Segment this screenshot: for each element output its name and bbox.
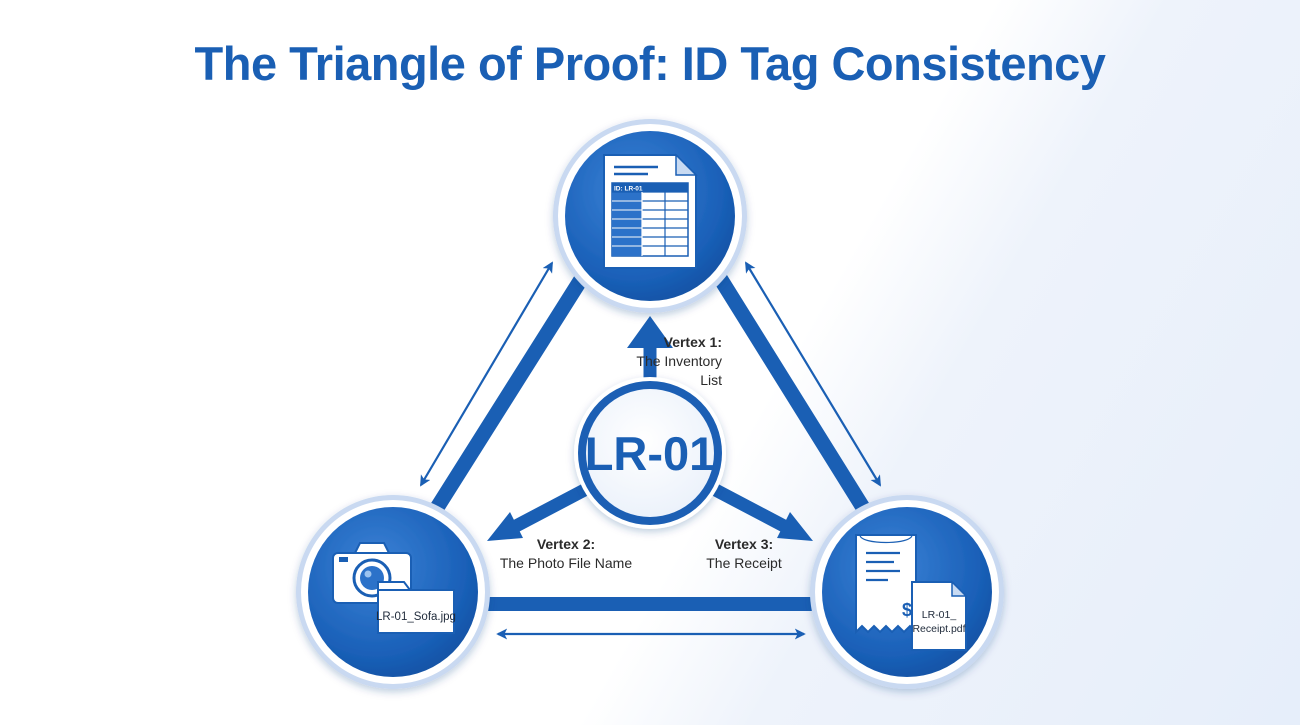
center-spokes (487, 316, 813, 541)
double-arrow-right (745, 261, 881, 487)
spreadsheet-id-header: ID: LR-01 (614, 186, 643, 193)
receipt-file-label-line2: Receipt.pdf (912, 623, 965, 635)
edge-inventory-receipt (702, 254, 880, 530)
vertex1-label-line1: Vertex 1: (664, 334, 722, 350)
vertex1-label-line3: List (700, 372, 722, 388)
link-arrows (420, 261, 881, 640)
spoke-to-photo (512, 480, 596, 532)
spoke-head-inventory (627, 316, 673, 348)
folder-icon (377, 581, 455, 634)
spoke-head-photo (487, 512, 523, 541)
vertex2-label-line2: The Photo File Name (500, 555, 632, 571)
spoke-head-receipt (777, 512, 813, 541)
pdf-document-icon (911, 580, 968, 651)
vertex3-label-line1: Vertex 3: (715, 536, 773, 552)
spoke-to-receipt (704, 480, 788, 532)
center-node (574, 377, 726, 529)
page-title: The Triangle of Proof: ID Tag Consistenc… (194, 37, 1106, 90)
spreadsheet-icon (603, 153, 698, 269)
double-arrow-left (420, 261, 553, 487)
vertex1-label-line2: The Inventory (636, 353, 722, 369)
vertex2-label-line1: Vertex 2: (537, 536, 595, 552)
photo-file-label: LR-01_Sofa.jpg (376, 611, 456, 623)
vertex3-label-line2: The Receipt (706, 555, 782, 571)
currency-symbol: $ (902, 600, 912, 620)
receipt-file-label-line1: LR-01_ (922, 609, 957, 621)
center-id-label: LR-01 (585, 427, 716, 480)
edge-inventory-photo (420, 254, 600, 530)
